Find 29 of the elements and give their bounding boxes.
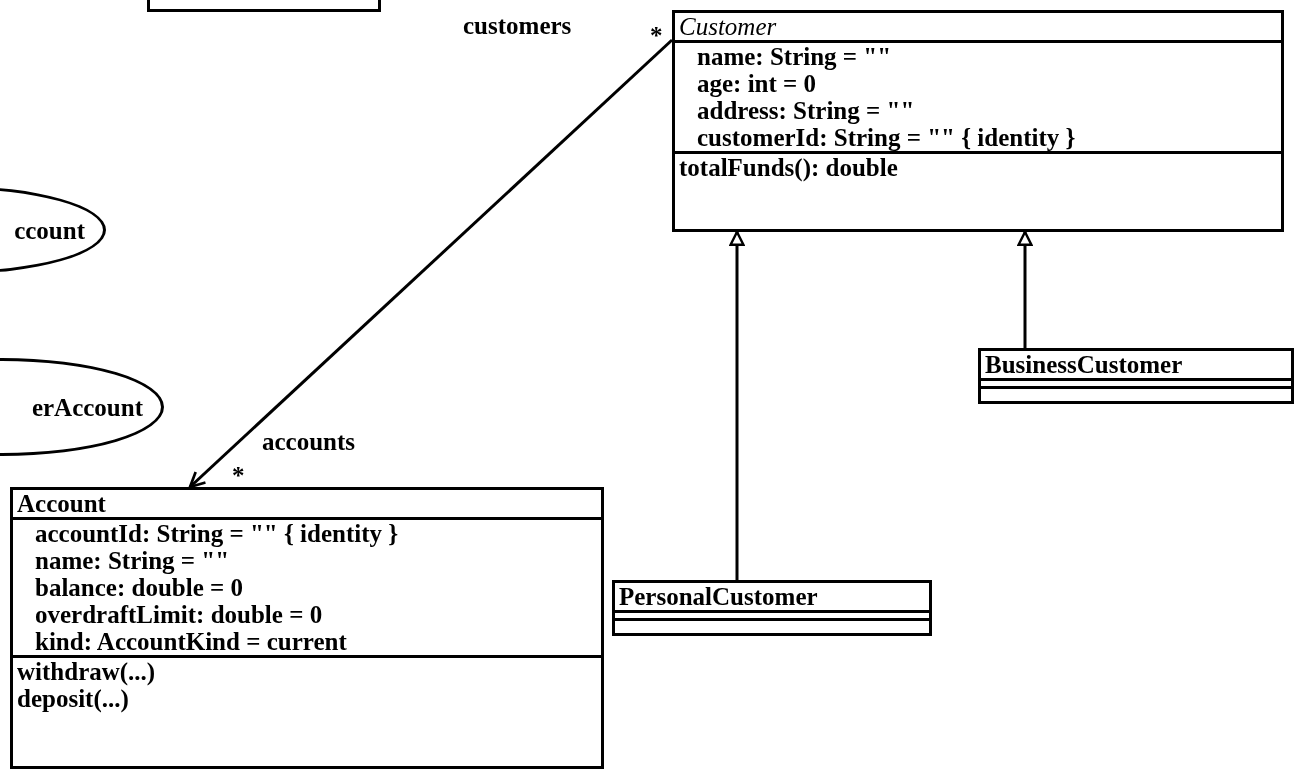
operation-text: withdraw(...)	[17, 658, 157, 685]
use-case-name: erAccount	[31, 393, 143, 421]
class-box	[978, 348, 1294, 404]
class-box	[612, 580, 932, 636]
role-name: customers	[463, 12, 572, 40]
attribute-text: name: String = ""	[35, 547, 231, 574]
attribute-text: overdraftLimit: double = 0	[35, 601, 324, 628]
attribute-text: age: int = 0	[697, 70, 818, 97]
generalization-arrow	[729, 230, 745, 580]
operation-text: totalFunds(): double	[679, 154, 899, 181]
role-name: accounts	[262, 428, 356, 456]
class-name: BusinessCustomer	[985, 351, 1184, 378]
generalization-arrow	[1017, 230, 1033, 348]
multiplicity-label: *	[650, 22, 663, 50]
attribute-text: kind: AccountKind = current	[35, 628, 348, 655]
class-name: Account	[17, 490, 107, 517]
attribute-text: address: String = ""	[697, 97, 916, 124]
association-arrow	[188, 38, 674, 489]
attribute-text: name: String = ""	[697, 43, 893, 70]
multiplicity-label: *	[232, 462, 245, 490]
operation-text: deposit(...)	[17, 685, 130, 712]
class-box	[672, 10, 1284, 232]
attribute-text: accountId: String = "" { identity }	[35, 520, 400, 547]
attribute-text: balance: double = 0	[35, 574, 245, 601]
class-name: PersonalCustomer	[619, 583, 819, 610]
class-name: Customer	[679, 13, 778, 40]
class-box	[10, 487, 604, 769]
use-case-name: ccount	[14, 216, 85, 244]
attribute-text: customerId: String = "" { identity }	[697, 124, 1077, 151]
